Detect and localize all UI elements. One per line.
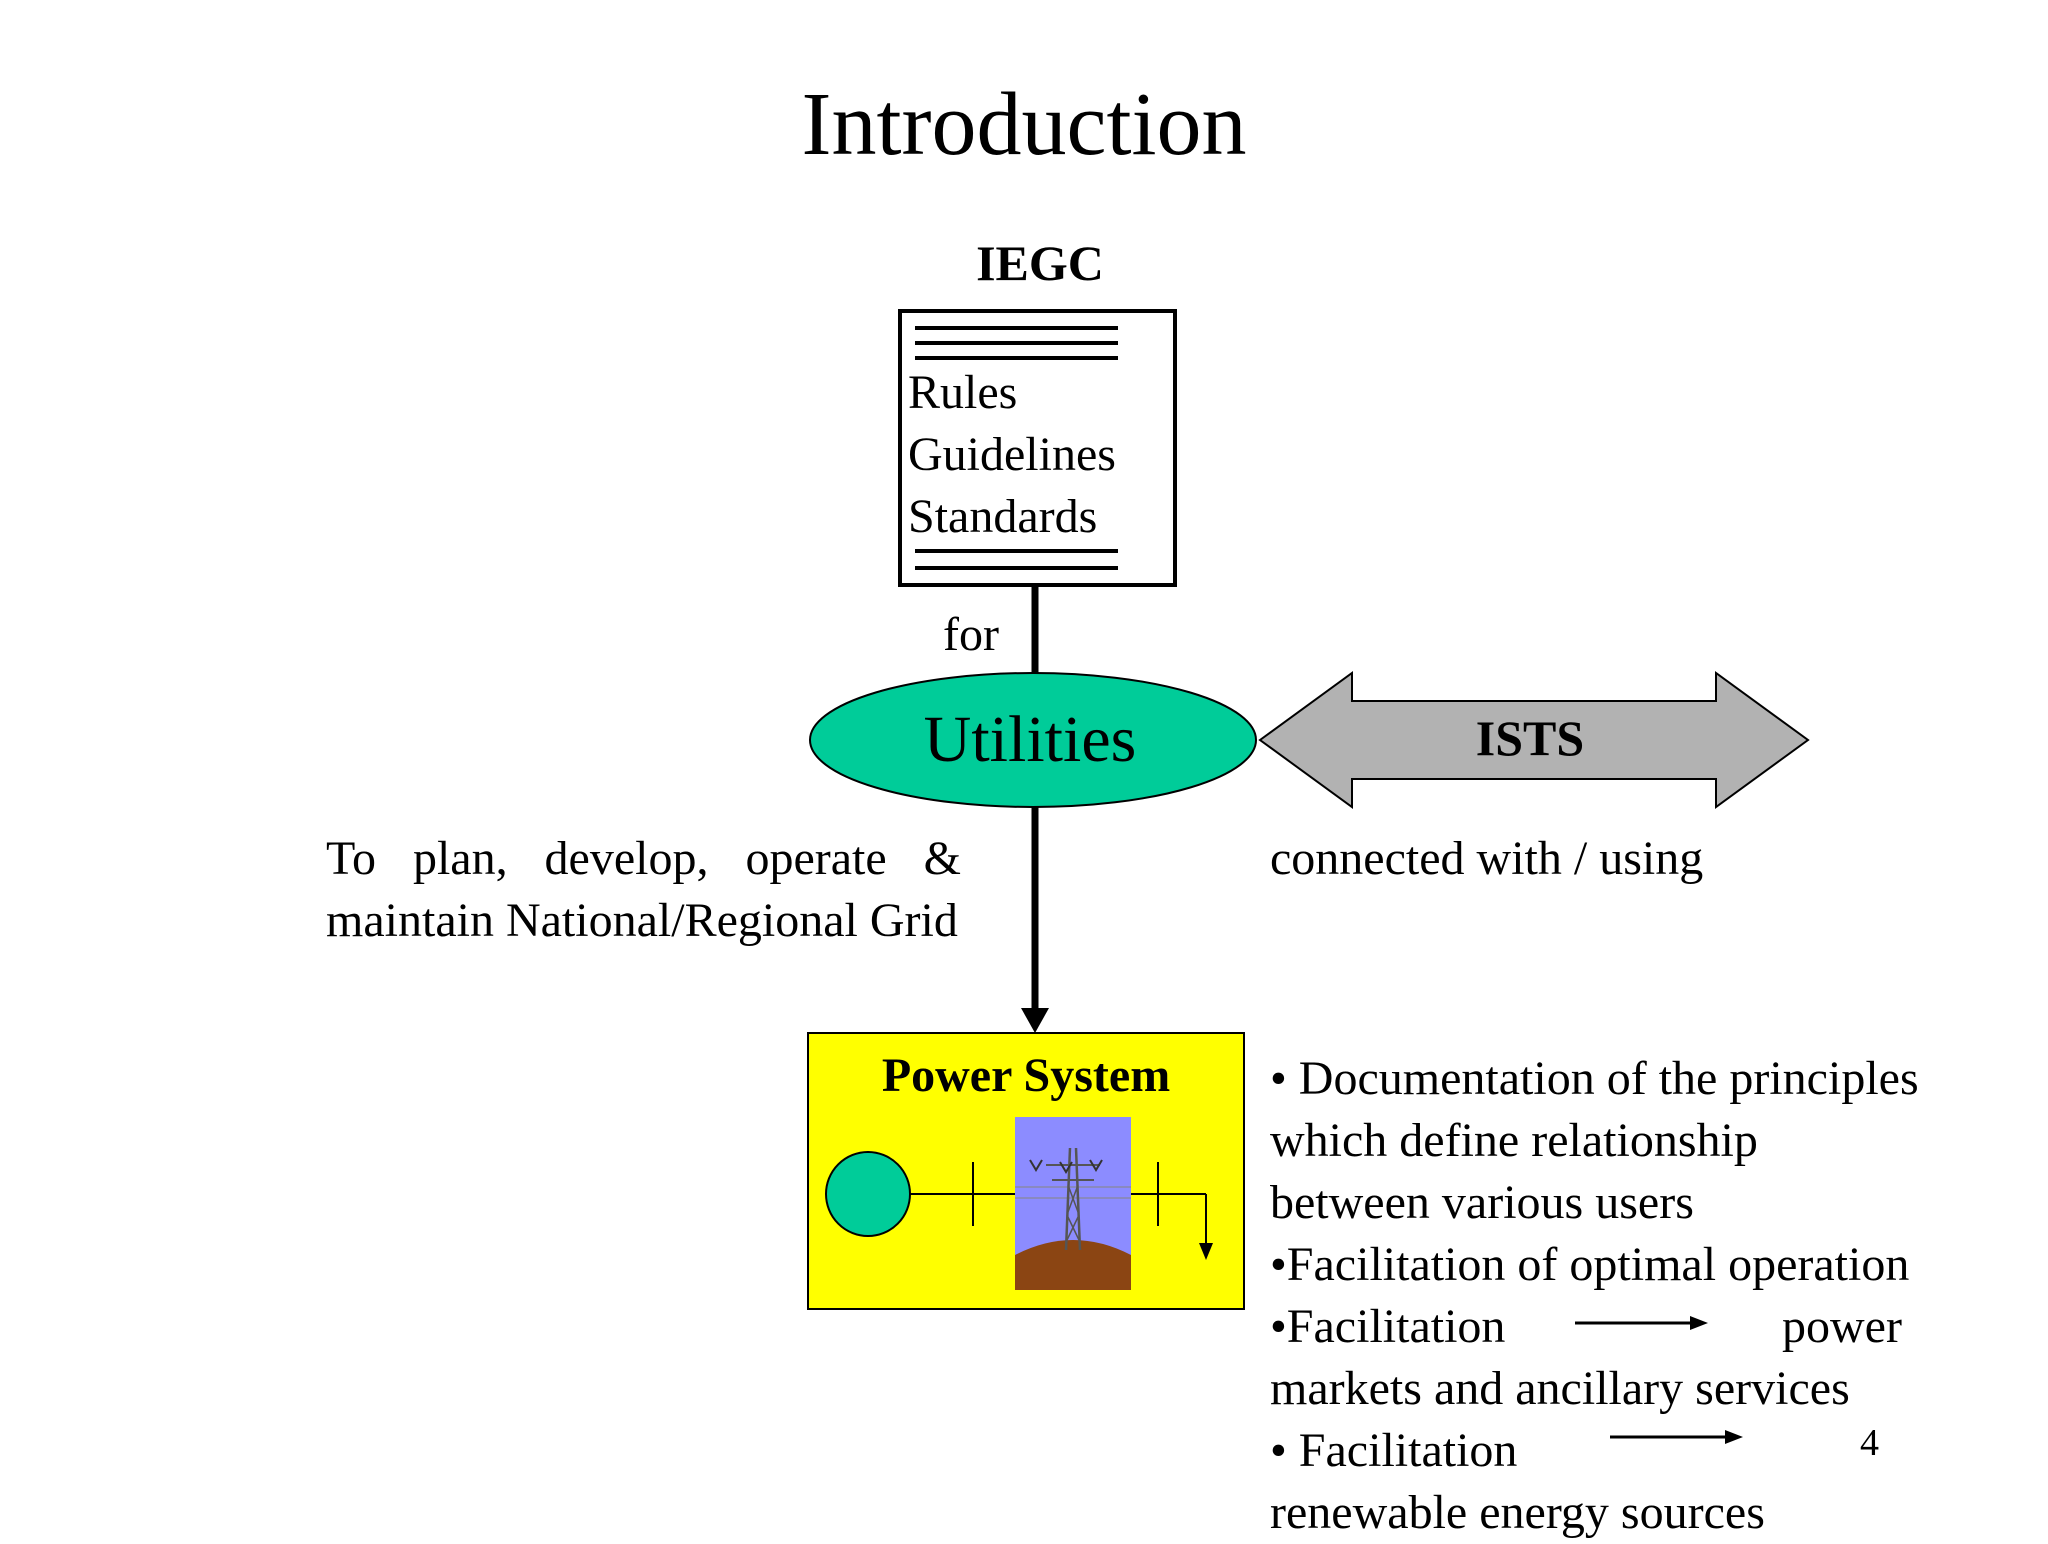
bullet-line-8: renewable energy sources [1270,1486,1765,1539]
bullet-line-1: • Documentation of the principles [1270,1052,1919,1105]
page-number: 4 [1860,1422,1879,1464]
iegc-heading: IEGC [976,235,1104,291]
load-arrow-icon [1199,1243,1213,1260]
bullet-arrow-2-icon [1725,1430,1743,1444]
document-line-guidelines: Guidelines [908,428,1116,481]
left-caption: To plan, develop, operate & maintain Nat… [326,832,961,947]
document-line-standards: Standards [908,490,1098,543]
right-caption: connected with / using [1270,832,1704,885]
document-line-rules: Rules [908,366,1018,419]
bullet-line-2: which define relationship [1270,1114,1758,1167]
connector-label-for: for [943,608,999,661]
ists-double-arrow [1258,671,1810,809]
bullet-line-5b: power [1782,1300,1902,1353]
utilities-label: Utilities [923,703,1137,776]
power-system-label: Power System [881,1049,1171,1102]
transmission-tower-picture [1015,1117,1131,1290]
bullet-line-4: •Facilitation of optimal operation [1270,1238,1910,1291]
bullet-line-7: • Facilitation [1270,1424,1518,1477]
bullet-line-3: between various users [1270,1176,1694,1229]
generator-circle [825,1151,911,1237]
bullet-arrow-1-icon [1690,1316,1708,1330]
slide-title: Introduction [801,75,1247,174]
connector-arrowhead [1021,1008,1049,1033]
bullet-line-6: markets and ancillary services [1270,1362,1850,1415]
bullet-line-5: •Facilitation [1270,1300,1506,1353]
ists-label: ISTS [1475,710,1585,766]
